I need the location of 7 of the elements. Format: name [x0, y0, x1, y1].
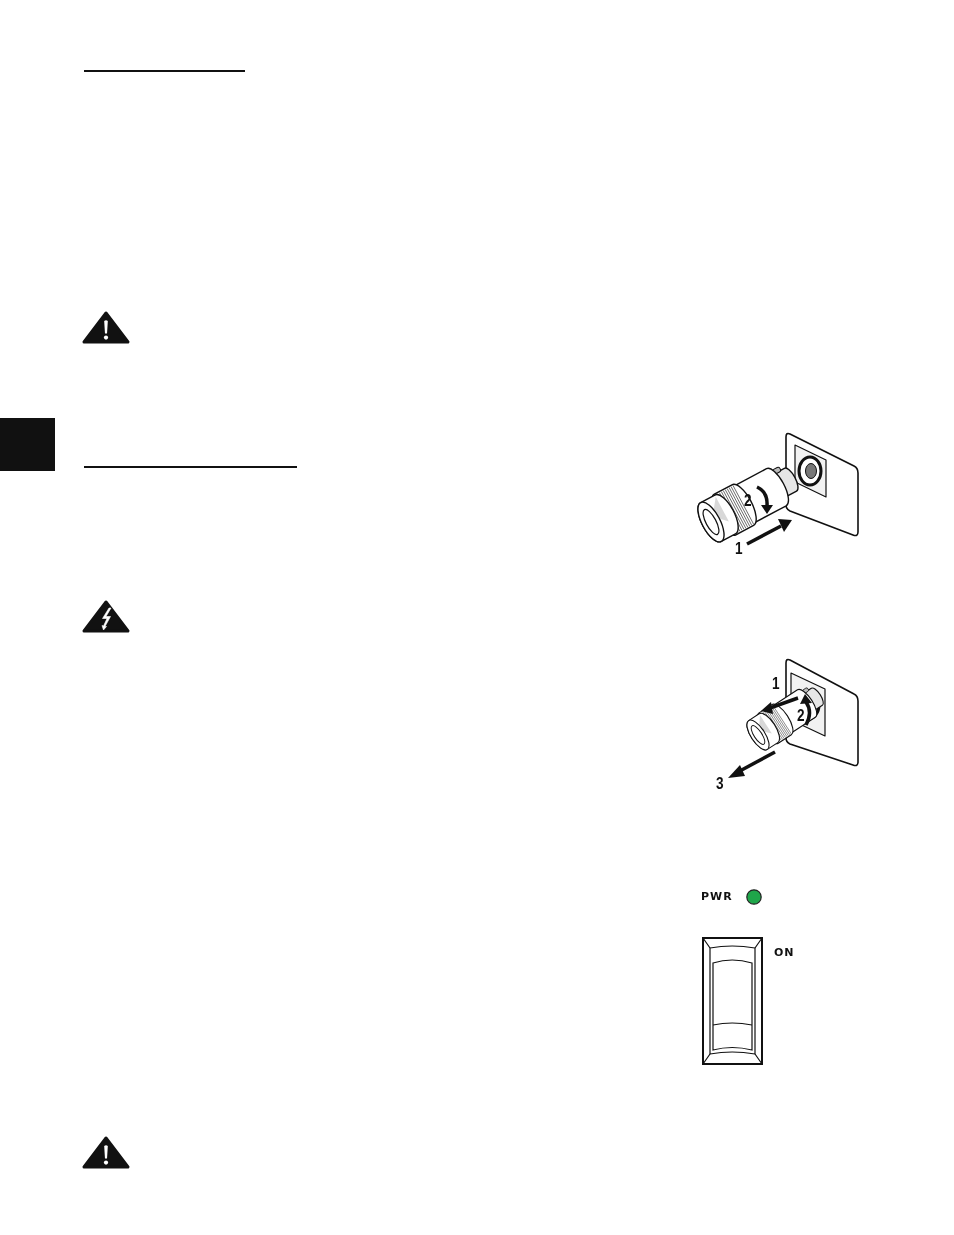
- step-number: 1: [735, 541, 743, 557]
- step-number: 2: [797, 708, 805, 724]
- step-number: 1: [772, 676, 780, 692]
- switch-label: ON: [774, 947, 795, 958]
- step-number: 3: [716, 776, 724, 792]
- step-number: 2: [744, 493, 752, 509]
- indicator-label: PWR: [701, 891, 733, 902]
